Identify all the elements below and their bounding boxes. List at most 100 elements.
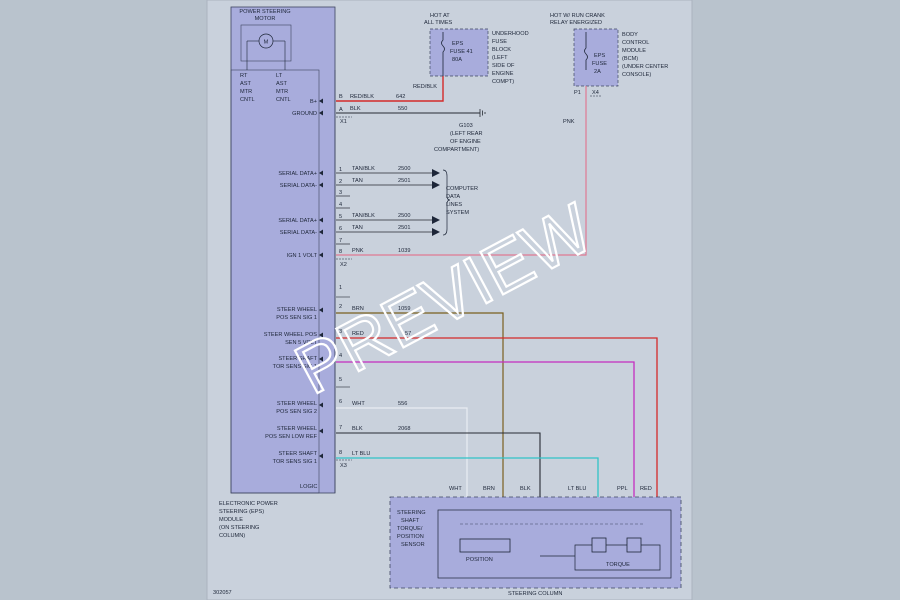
steering-column-box	[389, 496, 682, 589]
underhood-block-6: ENGINE	[492, 71, 514, 77]
bcm-line-1: BODY	[622, 32, 638, 38]
lt-label-1: LT	[276, 73, 283, 79]
x2-pin-2: 2	[339, 179, 342, 185]
pin-label-tor1-2: TOR SENS SIG 1	[273, 364, 317, 370]
sig1-circuit: 1059	[398, 306, 410, 312]
computer-data-4: SYSTEM	[446, 210, 469, 216]
sensor-wire-brn: BRN	[483, 486, 495, 492]
pin-label-sig2-1: STEER WHEEL	[277, 401, 317, 407]
sensor-wire-wht: WHT	[449, 486, 462, 492]
sig1-color: BRN	[352, 306, 364, 312]
bcm-line-3: MODULE	[622, 48, 646, 54]
pin-label-v5-1: STEER WHEEL POS	[264, 332, 318, 338]
connector-x3: X3	[340, 463, 347, 469]
ground-symbol-icon	[479, 109, 486, 117]
underhood-block-4: (LEFT	[492, 55, 508, 61]
ground-desc-2: OF ENGINE	[450, 139, 481, 145]
x2-serial-wires	[336, 172, 432, 245]
sensor-wire-red: RED	[640, 486, 652, 492]
lt-label-2: AST	[276, 81, 287, 87]
module-title-line-3: MODULE	[219, 517, 243, 523]
v5-color: RED	[352, 331, 364, 337]
diagram-id: 302057	[213, 590, 232, 596]
v5-circuit: 57	[405, 331, 411, 337]
bcm-line-5: (UNDER CENTER	[622, 64, 668, 70]
wire-ground-color: BLK	[350, 106, 361, 112]
serial1m-color: TAN	[352, 178, 363, 184]
computer-data-2: DATA	[446, 194, 460, 200]
sensor-title-2: SHAFT	[401, 518, 420, 524]
pin-label-tor1-1: STEER SHAFT	[278, 356, 317, 362]
underhood-block-2: FUSE	[492, 39, 507, 45]
serial1m-circuit: 2501	[398, 178, 410, 184]
x3-pin-5: 5	[339, 377, 342, 383]
x3-pin-7: 7	[339, 425, 342, 431]
pin-label-ign: IGN 1 VOLT	[287, 253, 318, 259]
sensor-internal-traces	[540, 544, 661, 571]
computer-data-1: COMPUTER	[446, 186, 478, 192]
x3-pin-4: 4	[339, 353, 342, 359]
bcm-line-4: (BCM)	[622, 56, 638, 62]
pin-label-serial2p: SERIAL DATA+	[278, 218, 317, 224]
x3-pin-6: 6	[339, 399, 342, 405]
underhood-fuse-block	[429, 28, 489, 77]
x2-pin-8: 8	[339, 249, 342, 255]
motor-title-line-1: POWER STEERING	[239, 9, 290, 15]
pin-label-ground: GROUND	[292, 111, 317, 117]
module-title-line-4: (ON STEERING	[219, 525, 259, 531]
pin-b-number: B	[339, 94, 343, 100]
sensor-wire-ltblu: LT BLU	[568, 486, 586, 492]
underhood-block-3: BLOCK	[492, 47, 511, 53]
pin-label-sig2-2: POS SEN SIG 2	[276, 409, 317, 415]
pin-label-b-plus: B+	[310, 99, 317, 105]
wire-b-plus-top-label: RED/BLK	[413, 84, 437, 90]
eps-fuse-2a-icon	[584, 32, 588, 70]
x2-pin-3: 3	[339, 190, 342, 196]
wire-b-plus-color: RED/BLK	[350, 94, 374, 100]
module-title-line-1: ELECTRONIC POWER	[219, 501, 278, 507]
ign-circuit: 1039	[398, 248, 410, 254]
bcm-line-2: CONTROL	[622, 40, 649, 46]
position-element	[459, 538, 511, 553]
sensor-wire-ppl: PPL	[617, 486, 628, 492]
hot-run-crank-2: RELAY ENERGIZED	[550, 20, 602, 26]
logic-label: LOGIC	[300, 484, 317, 490]
x3-pin-1: 1	[339, 285, 342, 291]
pin-label-sig1-1: STEER WHEEL	[277, 307, 317, 313]
lt-label-4: CNTL	[276, 97, 291, 103]
bcm-fuse-box	[573, 28, 619, 87]
pin-label-serial1m: SERIAL DATA-	[280, 183, 317, 189]
lt-label-3: MTR	[276, 89, 288, 95]
pin-label-serial1p: SERIAL DATA+	[278, 171, 317, 177]
hot-run-crank-1: HOT W/ RUN CRANK	[550, 13, 605, 19]
serial1p-color: TAN/BLK	[352, 166, 375, 172]
pin-label-v5-2: SEN 5 VOLT	[285, 340, 317, 346]
sensor-box	[437, 509, 672, 579]
serial1p-circuit: 2500	[398, 166, 410, 172]
pin-label-lowref-2: POS SEN LOW REF	[265, 434, 317, 440]
serial2m-color: TAN	[352, 225, 363, 231]
ground-label: G103	[459, 123, 473, 129]
rt-label-2: AST	[240, 81, 251, 87]
wire-ign-pink	[336, 86, 587, 256]
underhood-block-1: UNDERHOOD	[492, 31, 529, 37]
connector-x4: X4	[592, 90, 599, 96]
fuse2a-label-2: FUSE	[592, 61, 607, 67]
sig2-color: WHT	[352, 401, 365, 407]
motor-title-line-2: MOTOR	[255, 16, 276, 22]
serial-arrowheads	[432, 169, 440, 236]
x2-pin-6: 6	[339, 226, 342, 232]
sensor-title-4: POSITION	[397, 534, 424, 540]
module-title-line-2: STEERING (EPS)	[219, 509, 264, 515]
serial2p-color: TAN/BLK	[352, 213, 375, 219]
x3-pin-2: 2	[339, 304, 342, 310]
sensor-wire-blk: BLK	[520, 486, 531, 492]
wire-ign-vertical-label: PNK	[563, 119, 575, 125]
rt-label-4: CNTL	[240, 97, 255, 103]
sig2-circuit: 556	[398, 401, 407, 407]
eps-module-box	[230, 6, 336, 494]
pin-label-serial2m: SERIAL DATA-	[280, 230, 317, 236]
steering-column-label: STEERING COLUMN	[508, 591, 562, 597]
wire-b-plus-circuit: 642	[396, 94, 405, 100]
